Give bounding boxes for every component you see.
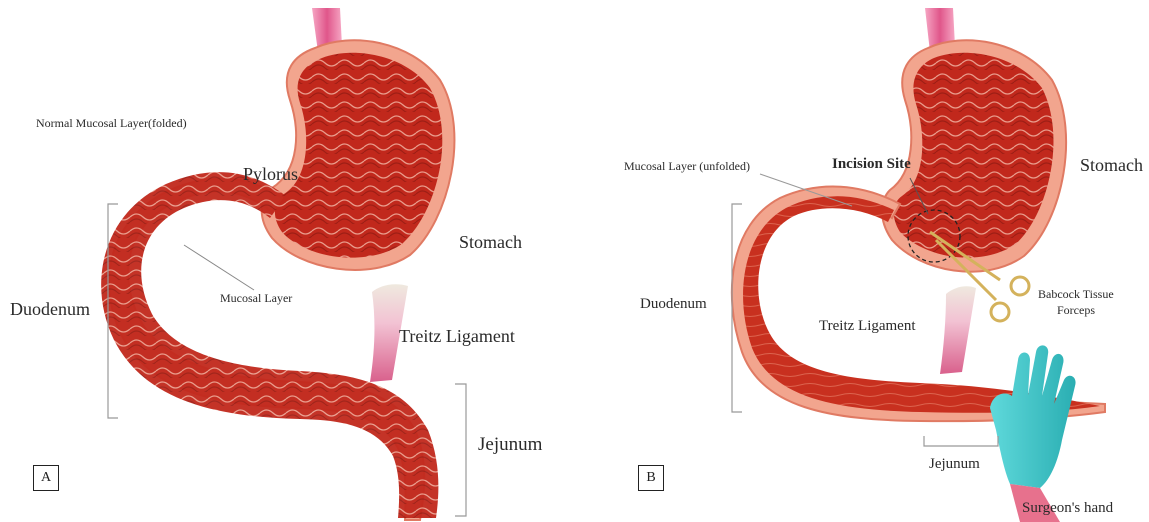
panel-b-illustration bbox=[732, 8, 1105, 522]
label-babcock-line1: Babcock Tissue bbox=[1038, 287, 1114, 302]
label-jejunum-b: Jejunum bbox=[929, 456, 980, 473]
panel-a-illustration bbox=[101, 8, 466, 520]
label-stomach-b: Stomach bbox=[1080, 155, 1143, 176]
label-jejunum-a: Jejunum bbox=[478, 434, 542, 456]
surgeon-glove bbox=[990, 345, 1076, 522]
panel-a-badge: A bbox=[33, 465, 59, 491]
label-duodenum-b: Duodenum bbox=[640, 296, 707, 313]
panel-b-badge: B bbox=[638, 465, 664, 491]
label-mucosal-unfolded: Mucosal Layer (unfolded) bbox=[624, 159, 750, 174]
label-treitz-b: Treitz Ligament bbox=[819, 318, 916, 335]
label-mucosal-layer: Mucosal Layer bbox=[220, 291, 292, 306]
label-stomach-a: Stomach bbox=[459, 232, 522, 253]
label-incision-site: Incision Site bbox=[832, 156, 911, 173]
label-pylorus: Pylorus bbox=[243, 164, 298, 185]
label-babcock-line2: Forceps bbox=[1057, 303, 1095, 318]
label-treitz-a: Treitz Ligament bbox=[399, 326, 515, 347]
label-surgeons-hand: Surgeon's hand bbox=[1022, 500, 1113, 517]
label-normal-mucosal-layer: Normal Mucosal Layer(folded) bbox=[36, 116, 187, 131]
label-duodenum-a: Duodenum bbox=[10, 299, 90, 320]
treitz-ligament-b bbox=[940, 286, 976, 374]
